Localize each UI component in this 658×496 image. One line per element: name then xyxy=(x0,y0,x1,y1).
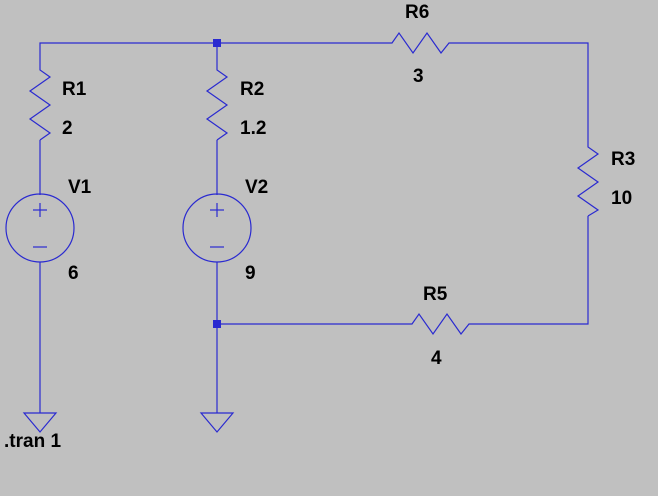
ground-icon[interactable] xyxy=(22,412,58,433)
voltage-source-v2[interactable] xyxy=(182,193,252,263)
bottom-wire-right[interactable] xyxy=(476,216,589,325)
v2-value-label: 9 xyxy=(245,263,256,284)
resistor-r2[interactable] xyxy=(205,63,229,141)
r6-name-label: R6 xyxy=(405,2,429,23)
resistor-r6[interactable] xyxy=(384,31,456,55)
r1-name-label: R1 xyxy=(62,79,87,100)
r3-value-label: 10 xyxy=(611,188,632,209)
spice-directive[interactable]: .tran 1 xyxy=(4,431,61,452)
r5-name-label: R5 xyxy=(423,284,448,305)
resistor-r5[interactable] xyxy=(404,312,476,336)
resistor-r1[interactable] xyxy=(28,63,52,141)
r1-value-label: 2 xyxy=(62,118,73,139)
junction-dot-top xyxy=(213,39,221,47)
r5-value-label: 4 xyxy=(431,348,442,369)
top-wire-left[interactable] xyxy=(39,42,384,63)
r2-name-label: R2 xyxy=(240,79,264,100)
r6-value-label: 3 xyxy=(413,66,424,87)
ground-icon[interactable] xyxy=(199,412,235,433)
v1-name-label: V1 xyxy=(68,177,92,198)
voltage-source-v1[interactable] xyxy=(5,193,75,263)
voltage-source-icon xyxy=(5,193,75,263)
junction-dot-bottom xyxy=(213,320,221,328)
r2-value-label: 1.2 xyxy=(240,118,266,139)
r3-name-label: R3 xyxy=(611,149,635,170)
v2-name-label: V2 xyxy=(245,177,268,198)
resistor-r3[interactable] xyxy=(576,140,600,217)
wires xyxy=(39,42,589,413)
voltage-source-icon xyxy=(182,193,252,263)
top-wire-right[interactable] xyxy=(456,42,589,140)
v1-value-label: 6 xyxy=(68,263,79,284)
